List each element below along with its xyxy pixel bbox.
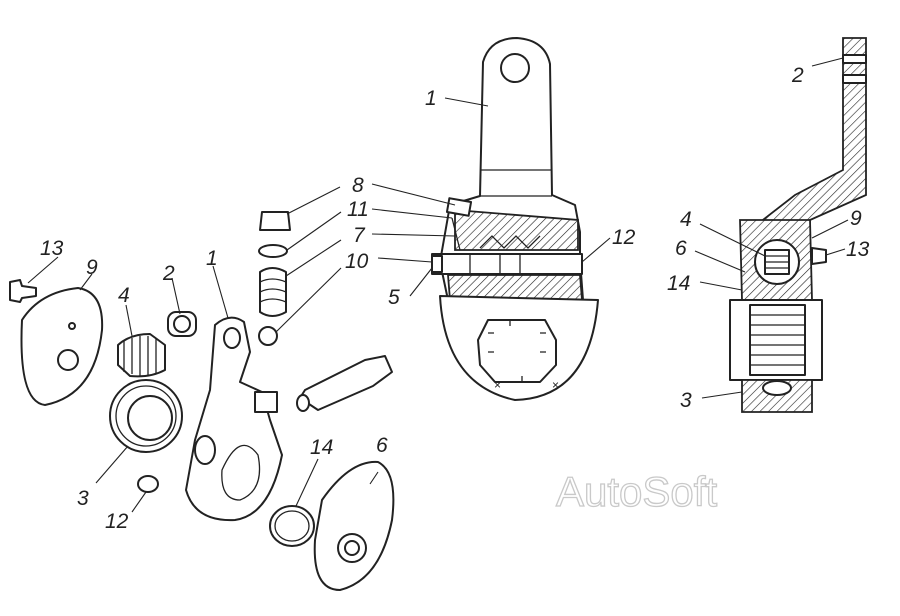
label-3-section: 3 — [680, 389, 692, 412]
label-11: 11 — [347, 198, 369, 221]
label-10: 10 — [345, 250, 369, 273]
label-3-exploded: 3 — [77, 487, 89, 510]
label-14-exploded: 14 — [310, 436, 333, 459]
label-5: 5 — [388, 286, 400, 309]
label-8: 8 — [352, 174, 364, 197]
label-1-exploded: 1 — [206, 247, 218, 270]
svg-text:×: × — [552, 378, 559, 392]
callout-labels: 1 8 11 7 10 5 12 13 9 4 2 1 3 12 14 6 2 … — [40, 64, 870, 533]
label-14-section: 14 — [667, 272, 690, 295]
label-12-arm: 12 — [612, 226, 636, 249]
label-6-section: 6 — [675, 237, 687, 260]
label-13-section: 13 — [846, 238, 870, 261]
label-2-section: 2 — [791, 64, 804, 87]
label-6-exploded: 6 — [376, 434, 388, 457]
section-view — [729, 37, 867, 413]
lever-arm-assembled: × × — [431, 37, 599, 401]
label-9-section: 9 — [850, 207, 862, 230]
label-9-exploded: 9 — [86, 256, 98, 279]
label-7: 7 — [353, 224, 366, 247]
svg-text:×: × — [494, 378, 501, 392]
label-4-exploded: 4 — [118, 284, 130, 307]
watermark: AutoSoft — [556, 468, 717, 515]
label-2-exploded: 2 — [162, 262, 175, 285]
label-1-arm: 1 — [425, 87, 437, 110]
label-12-exploded: 12 — [105, 510, 129, 533]
leader-lines — [27, 57, 849, 513]
label-4-section: 4 — [680, 208, 692, 231]
label-13-exploded: 13 — [40, 237, 64, 260]
exploded-view — [9, 211, 395, 591]
